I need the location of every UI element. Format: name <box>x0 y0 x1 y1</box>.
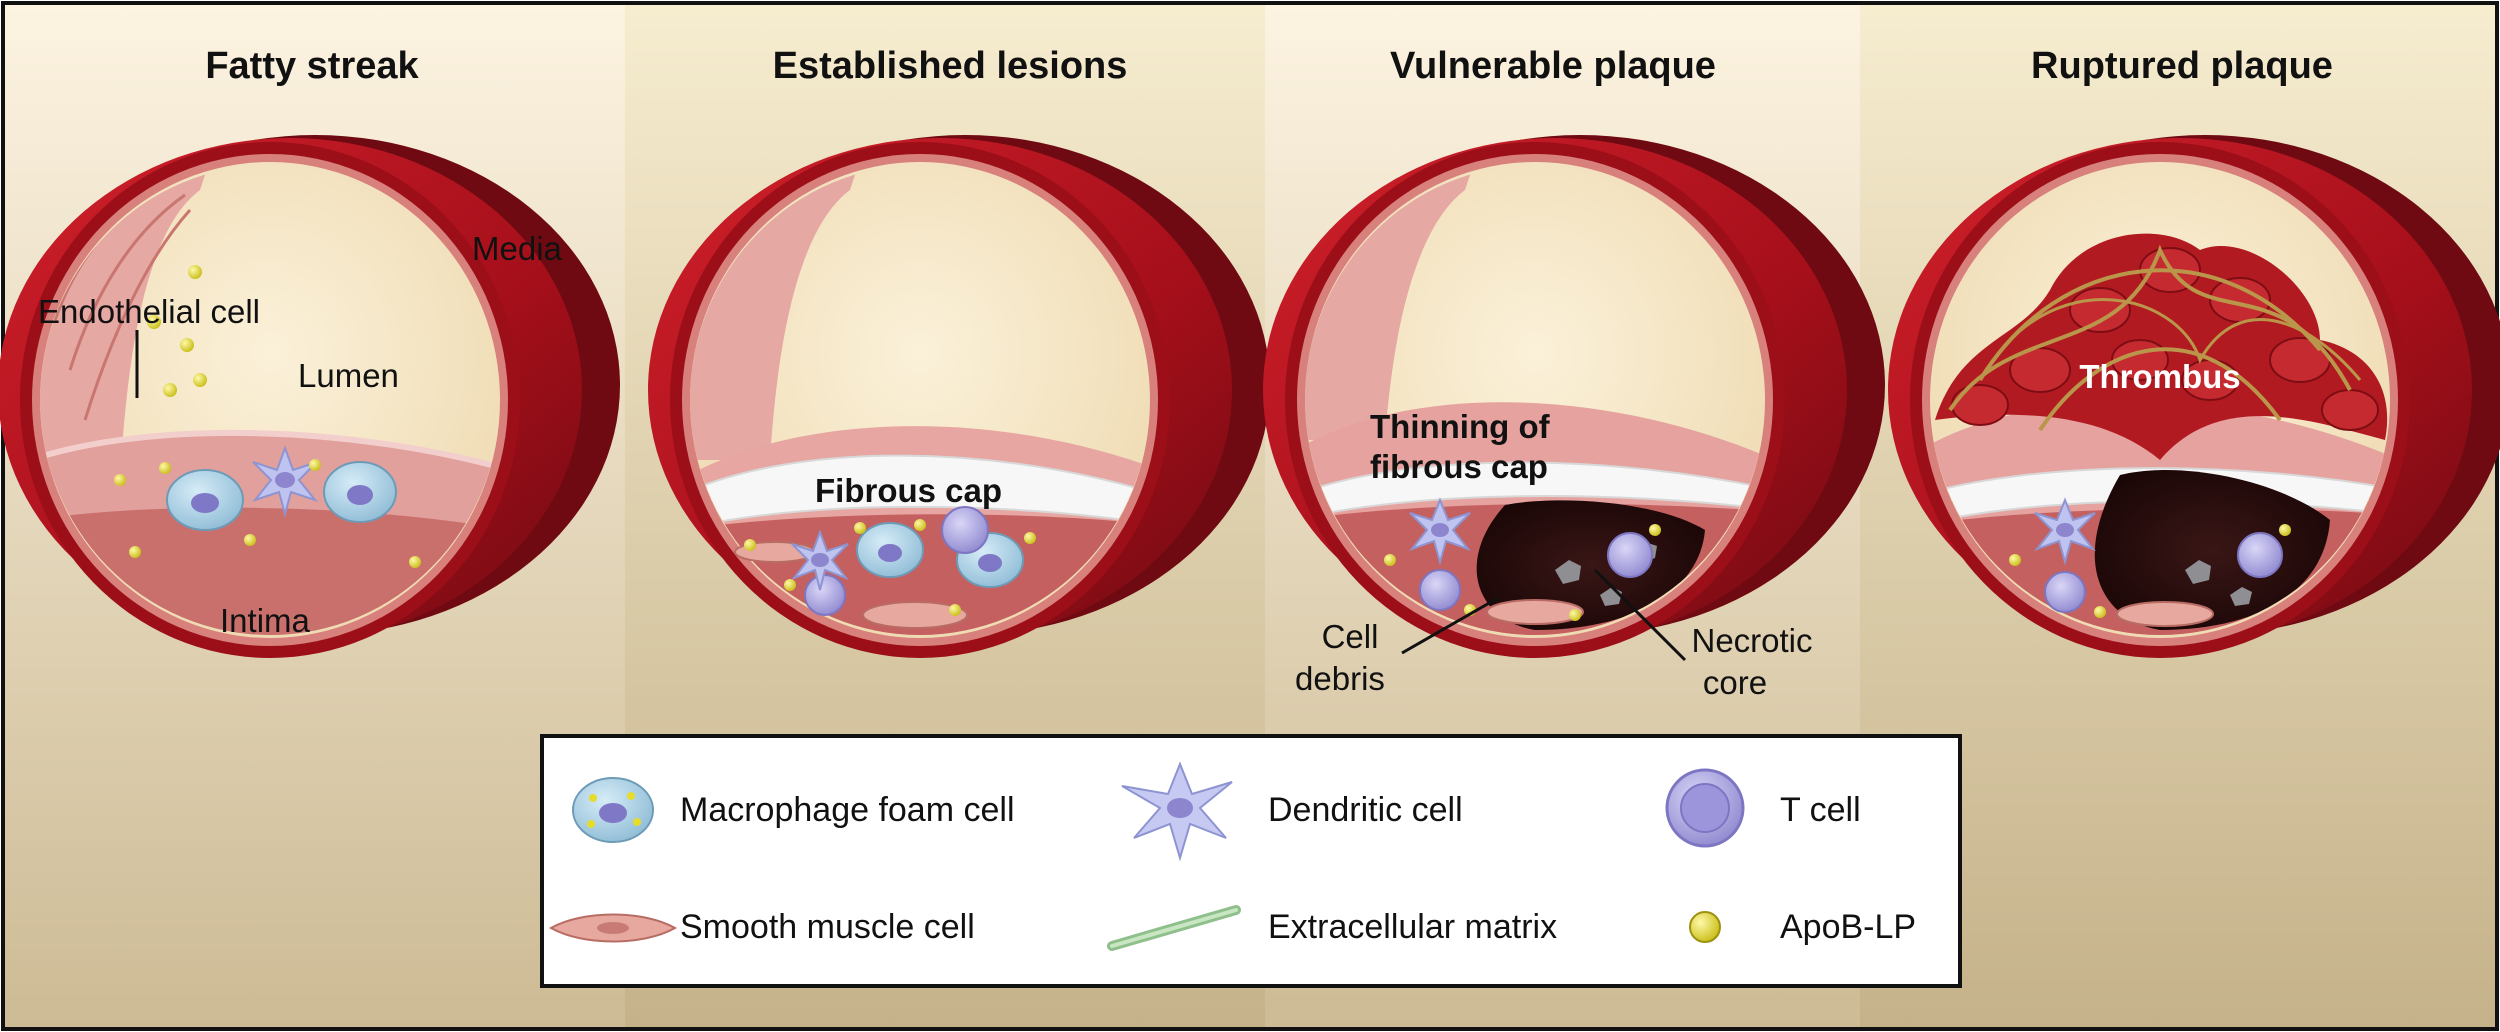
artery-vulnerable-plaque <box>1263 135 1885 658</box>
apob-lp <box>2009 554 2021 566</box>
apob-lp <box>188 265 202 279</box>
cell-debris <box>2230 587 2252 606</box>
dendritic-cell <box>791 529 849 591</box>
label-cell-debris-line-1: Cell <box>1322 618 1379 655</box>
apob-lp-icon <box>1689 911 1721 943</box>
panel-title-ruptured-plaque: Ruptured plaque <box>2031 45 2333 87</box>
t-cell <box>804 574 846 616</box>
apob-lp <box>784 579 796 591</box>
label-thinning-line-2: fibrous cap <box>1370 448 1548 485</box>
label-media: Media <box>472 230 563 267</box>
legend-label-apob-lp: ApoB-LP <box>1780 908 1916 946</box>
apob-lp <box>1649 524 1661 536</box>
apob-lp <box>854 522 866 534</box>
apob-lp <box>2094 606 2106 618</box>
label-fibrous-cap: Fibrous cap <box>815 472 1002 509</box>
artery-fatty-streak <box>0 135 620 658</box>
macrophage-foam-cell-icon <box>572 777 654 843</box>
t-cell-icon <box>1665 768 1745 848</box>
apob-lp <box>193 373 207 387</box>
apob-lp <box>409 556 421 568</box>
legend-label-macrophage-foam-cell: Macrophage foam cell <box>680 791 1015 829</box>
apob-lp <box>2279 524 2291 536</box>
artery-established-lesions <box>648 135 1270 658</box>
smooth-muscle-cell-icon <box>548 913 678 943</box>
label-endothelial-cell: Endothelial cell <box>38 293 260 330</box>
apob-lp <box>949 604 961 616</box>
smooth-muscle-cell <box>2116 601 2214 627</box>
label-intima: Intima <box>220 602 311 639</box>
t-cell <box>2044 571 2086 613</box>
t-cell <box>941 506 989 554</box>
extracellular-matrix-icon <box>1107 905 1241 951</box>
legend-label-extracellular-matrix: Extracellular matrix <box>1268 908 1557 946</box>
panel-title-established-lesions: Established lesions <box>773 45 1128 87</box>
label-necrotic-core-line-2: core <box>1703 664 1767 701</box>
legend-box <box>540 734 1962 988</box>
cell-debris <box>1555 560 1581 584</box>
apob-lp <box>1384 554 1396 566</box>
panel-title-fatty-streak: Fatty streak <box>205 45 419 87</box>
dendritic-cell <box>1409 497 1471 566</box>
apob-lp <box>147 315 161 329</box>
apob-lp <box>180 338 194 352</box>
apob-lp <box>159 462 171 474</box>
apob-lp <box>1569 609 1581 621</box>
label-thinning-line-1: Thinning of <box>1370 408 1551 445</box>
cell-debris <box>2185 560 2211 584</box>
label-lumen: Lumen <box>298 357 399 394</box>
label-thrombus: Thrombus <box>2079 358 2240 395</box>
necrotic-core-pointer <box>1593 568 1687 662</box>
apob-lp <box>129 546 141 558</box>
panel-title-vulnerable-plaque: Vulnerable plaque <box>1390 45 1716 87</box>
apob-lp <box>309 459 321 471</box>
apob-lp <box>1024 532 1036 544</box>
apob-lp <box>244 534 256 546</box>
t-cell <box>2237 532 2283 578</box>
cell-debris-pointer <box>1401 596 1499 655</box>
smooth-muscle-cell <box>862 601 968 629</box>
label-cell-debris-line-2: debris <box>1295 660 1385 697</box>
thrombus-mass <box>1935 233 2388 460</box>
apob-lp <box>744 539 756 551</box>
t-cell <box>1607 532 1653 578</box>
legend-label-smooth-muscle-cell: Smooth muscle cell <box>680 908 975 946</box>
legend: Macrophage foam cell Dendritic cell T ce… <box>540 734 1962 988</box>
apob-lp <box>114 474 126 486</box>
t-cell <box>1419 569 1461 611</box>
dendritic-cell-icon <box>1121 761 1233 862</box>
artery-ruptured-plaque <box>1888 135 2500 658</box>
apob-lp <box>914 519 926 531</box>
legend-label-dendritic-cell: Dendritic cell <box>1268 791 1463 829</box>
legend-label-t-cell: T cell <box>1780 791 1861 829</box>
dendritic-cell <box>2034 497 2096 566</box>
smooth-muscle-cell <box>1486 599 1584 625</box>
label-necrotic-core-line-1: Necrotic <box>1691 622 1812 659</box>
apob-lp <box>163 383 177 397</box>
